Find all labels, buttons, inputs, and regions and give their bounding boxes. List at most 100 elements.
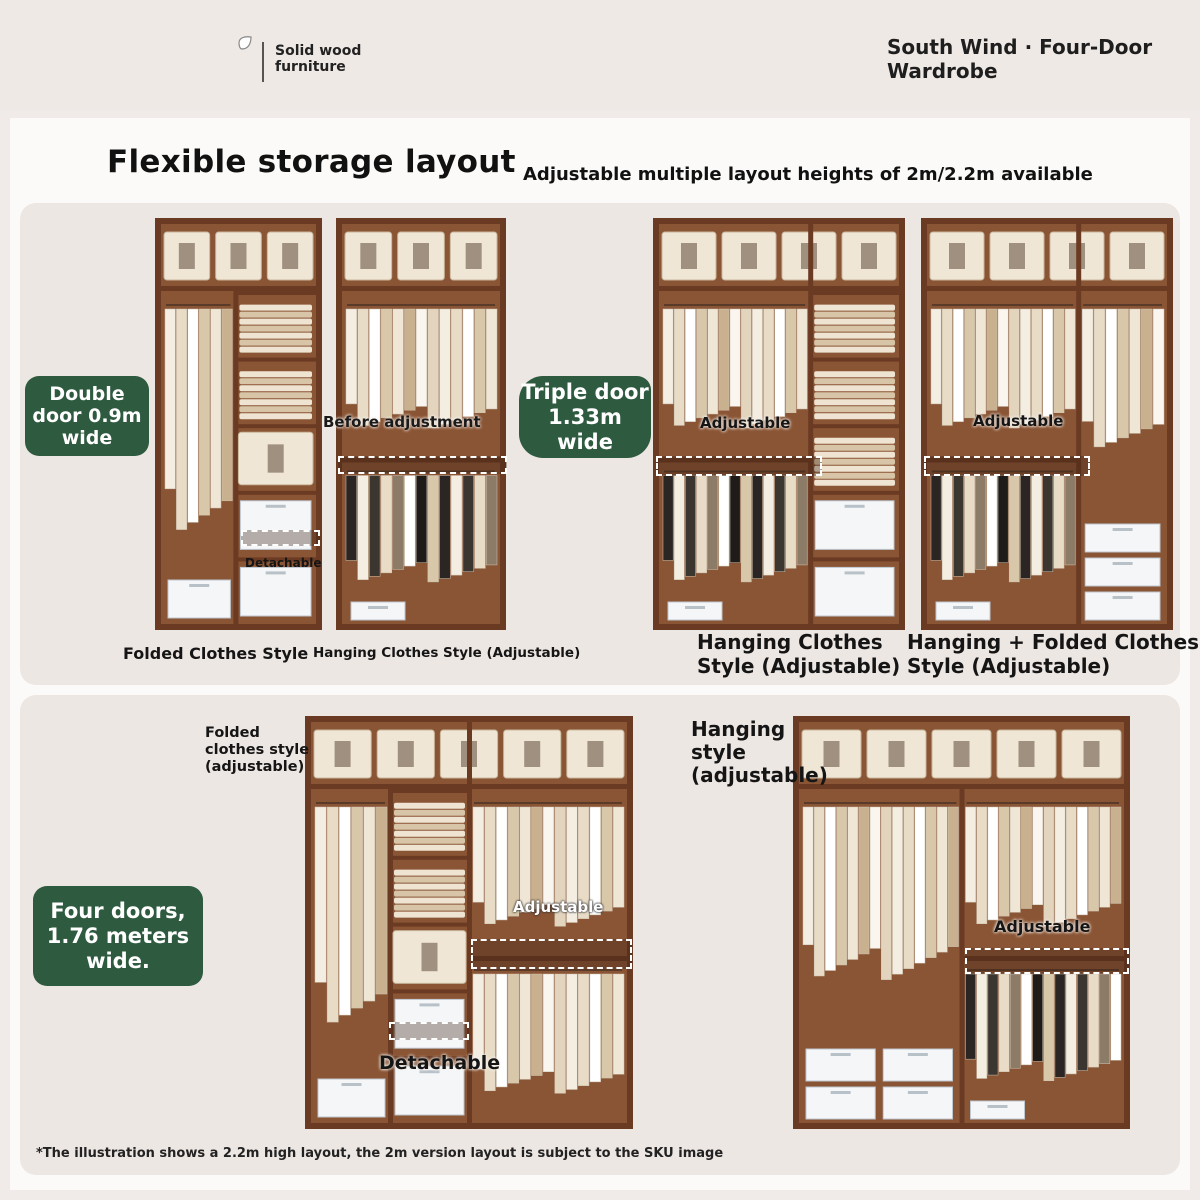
garment [930,475,942,561]
drawer-handle [368,606,388,609]
folded-clothes [239,399,312,406]
storage-box-window [1083,741,1100,767]
storage-box-window [230,243,247,269]
garment [450,308,463,421]
divider [467,722,472,1123]
folded-clothes [814,413,895,420]
garment [380,308,393,419]
garment [785,475,797,569]
adjustable-shelf [342,457,500,463]
folded-label-line-1: Folded [205,725,260,741]
garment [964,475,975,574]
caption-mixed-line-2: Style (Adjustable) [907,654,1111,678]
garment [975,475,987,570]
garment [858,806,870,955]
hanging-label-line-3: (adjustable) [691,763,828,787]
garment [1021,973,1032,1066]
clear-drawer [935,601,991,621]
drawer-handle [844,504,865,508]
storage-box-window [1018,741,1035,767]
garment [577,806,590,919]
wardrobe-four-hanging [793,716,1130,1129]
shelf [390,855,469,860]
storage-box-window [888,741,905,767]
garment [404,475,416,567]
garment [740,308,752,429]
garment [486,475,498,566]
folded-clothes [814,406,895,413]
storage-box-window [823,741,840,767]
garment [1099,806,1111,908]
folded-clothes [814,378,895,385]
garment [314,806,327,983]
garment [1009,806,1021,913]
garment [1043,806,1055,927]
garment [472,973,484,1070]
brand-logo-text: Solid wood furniture [275,43,361,75]
folded-clothes [239,378,312,385]
garment [998,806,1010,917]
adjust-marker-before [338,456,507,474]
garment [1141,308,1153,430]
garment [1064,308,1076,410]
folded-clothes [814,385,895,392]
caption-hanging-clothes: Hanging Clothes Style (Adjustable) [313,645,581,661]
folded-clothes [814,304,895,311]
garment [613,806,625,908]
garment [673,475,685,580]
shelf [390,989,469,994]
garment [427,475,439,583]
caption-hanging-triple-line-1: Hanging Clothes [697,630,883,654]
garment [718,475,730,567]
garment [941,308,953,426]
folded-clothes [814,371,895,378]
folded-clothes [239,371,312,378]
folded-clothes [814,437,895,444]
folded-clothes [814,346,895,353]
folded-clothes [239,339,312,346]
garment [1042,475,1054,572]
product-name: South Wind · Four-Door Wardrobe [887,35,1152,83]
divider [808,224,814,624]
garment [415,308,428,407]
garment [1105,308,1117,443]
folded-clothes [814,318,895,325]
shelf [810,424,899,429]
garment [496,973,508,1088]
garment [930,308,942,405]
garment [1117,308,1129,439]
garment [554,806,566,927]
label-folded-clothes-style: Folded clothes style (adjustable) [205,725,309,776]
garment [965,973,976,1060]
label-adjustable-triple-a: Adjustable [700,414,791,432]
logo-divider [262,42,264,82]
folded-clothes [239,311,312,318]
wardrobe-double-folded [155,218,322,630]
garment [427,308,439,429]
page-title: Flexible storage layout [107,144,516,180]
garment [685,308,696,422]
garment [997,308,1009,407]
badge-triple-line-2: 1.33m wide [548,404,622,454]
storage-box-window [949,243,965,269]
garment [976,806,988,925]
garment [796,475,808,566]
page-subtitle: Adjustable multiple layout heights of 2m… [523,164,1093,185]
garment [998,973,1010,1072]
label-detachable-four: Detachable [379,1052,501,1074]
garment [1065,973,1077,1075]
garment [1054,806,1066,923]
storage-box-window [282,243,299,269]
storage-box-window [465,243,482,269]
caption-folded-clothes: Folded Clothes Style [123,644,309,663]
clear-drawer [394,1065,465,1116]
folded-clothes [394,911,465,918]
garment [472,806,484,903]
garment [1031,308,1042,421]
shelf [390,789,469,793]
folded-clothes [394,869,465,876]
garment [707,308,719,415]
garment [964,308,975,419]
folded-clothes [814,325,895,332]
wardrobe-triple-hanging [653,218,905,630]
